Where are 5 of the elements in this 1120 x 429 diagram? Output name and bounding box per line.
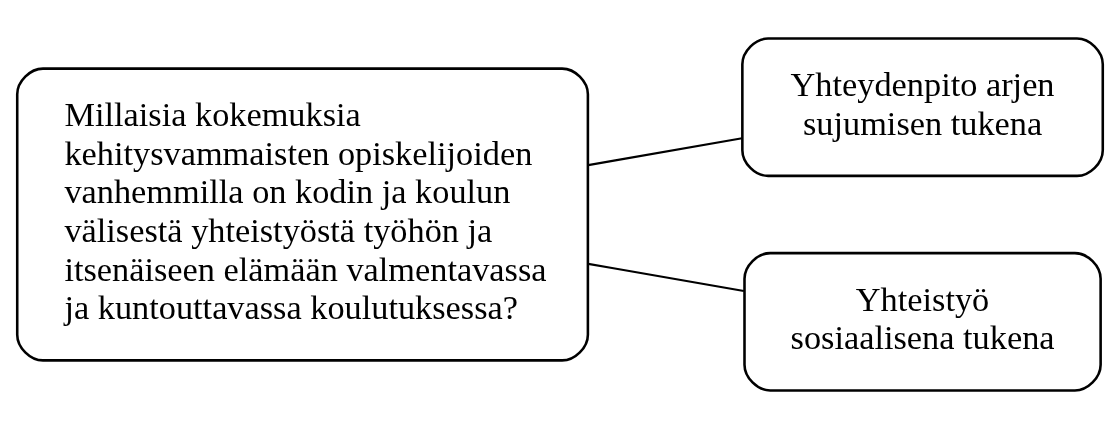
connector — [588, 262, 745, 293]
node-box: Yhteydenpito arjen sujumisen tukena — [741, 37, 1105, 178]
node-box: Yhteistyö sosiaalisena tukena — [743, 251, 1102, 392]
connector — [588, 137, 743, 167]
node-box: Millaisia kokemuksia kehitysvammaisten opiskelijoiden vanhemmilla on kodin ja koulun välisestä yhteistyöstä työhön ja itsenäiseen elämään valmentavassa ja kuntouttavassa koulutuksessa? — [15, 67, 590, 362]
